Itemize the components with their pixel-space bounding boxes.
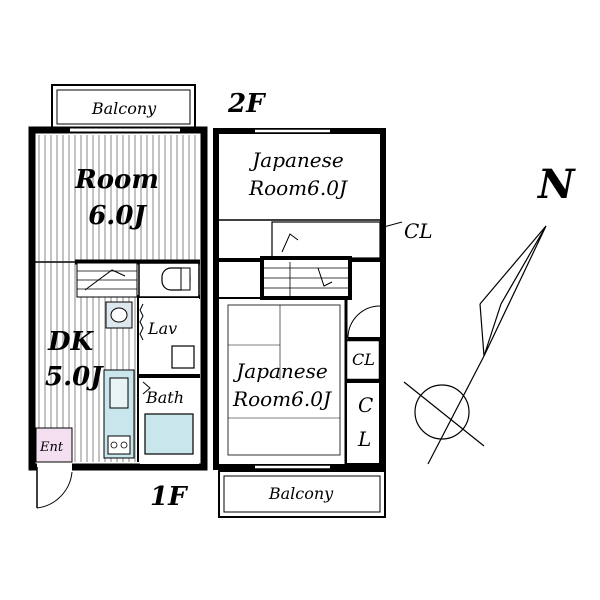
dk-name: DK — [47, 327, 95, 357]
closet-mid — [344, 338, 382, 382]
entrance-label: Ent — [39, 440, 64, 455]
toilet — [138, 262, 200, 298]
balcony-1f-label: Balcony — [91, 99, 157, 118]
japanese-room-bottom-line2: Room6.0J — [232, 387, 332, 411]
closet-side — [345, 381, 381, 465]
japanese-room-top — [219, 134, 380, 220]
japanese-room-bottom-line1: Japanese — [232, 359, 327, 383]
balcony-2f-label: Balcony — [268, 484, 334, 503]
floor-1-label: 1F — [150, 482, 188, 512]
bathtub — [144, 413, 194, 455]
bath-label: Bath — [145, 388, 184, 407]
closet-top-label: CL — [404, 219, 433, 243]
closet-side-c: C — [358, 393, 373, 417]
floor-2-label: 2F — [227, 89, 266, 119]
closet-side-l: L — [357, 427, 371, 451]
room-1f-name: Room — [74, 165, 159, 195]
floor-2: 2F CL — [213, 89, 433, 518]
door-swing-2f — [347, 305, 381, 339]
balcony-2f: Balcony — [218, 470, 386, 518]
japanese-room-bottom — [221, 302, 344, 464]
stairs-2f — [219, 256, 352, 300]
compass: N — [403, 161, 576, 465]
floor-1: Balcony — [28, 84, 208, 512]
compass-needle — [483, 225, 547, 357]
japanese-room-top-line1: Japanese — [248, 148, 343, 172]
kitchen-counter — [103, 369, 135, 459]
north-label: N — [536, 161, 576, 208]
closet-top — [271, 221, 381, 259]
washer-pad — [171, 345, 195, 369]
compass-circle — [414, 384, 470, 440]
lav-label: Lav — [147, 319, 177, 338]
closet-mid-label: CL — [352, 350, 375, 369]
japanese-room-top-line2: Room6.0J — [248, 176, 348, 200]
entrance — [35, 427, 73, 463]
entrance-door-swing — [36, 467, 73, 509]
room-1f-floor — [38, 135, 198, 261]
room-1f-size: 6.0J — [88, 201, 147, 231]
balcony-1f: Balcony — [51, 84, 196, 130]
dk-size: 5.0J — [45, 362, 104, 392]
